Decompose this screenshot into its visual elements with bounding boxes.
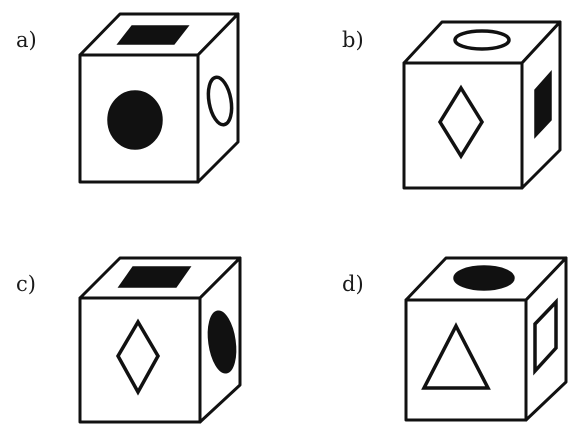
option-a-label: a) (16, 28, 37, 52)
option-b-label: b) (342, 28, 364, 52)
cube-c (78, 256, 242, 424)
cube-d (404, 256, 568, 422)
option-c-label: c) (16, 272, 36, 296)
option-d[interactable]: d) (342, 256, 568, 422)
cube-a-right-face (196, 12, 240, 184)
cube-a-top-filled-square-icon (116, 25, 190, 45)
cube-c-front-face (78, 296, 202, 424)
option-d-label: d) (342, 272, 364, 296)
cube-b-front-outline-diamond-icon (437, 84, 485, 160)
cube-d-front-outline-triangle-icon (421, 322, 491, 390)
cube-a-right-outline-circle-icon (206, 75, 234, 127)
cube-b-front-face (402, 61, 524, 190)
cube-a-front-filled-circle-icon (107, 90, 163, 150)
cube-c-front-outline-diamond-icon (115, 318, 161, 396)
cube-b-right-filled-square-icon (534, 70, 552, 139)
cube-d-front-face (404, 298, 528, 422)
option-b[interactable]: b) (342, 20, 562, 190)
cube-d-top-filled-circle-icon (453, 265, 515, 291)
cube-d-right-face (524, 256, 568, 422)
cube-a (78, 12, 240, 184)
option-a[interactable]: a) (16, 12, 240, 184)
cube-b-top-outline-circle-icon (453, 29, 511, 51)
option-c[interactable]: c) (16, 256, 242, 424)
cube-d-right-outline-square-icon (533, 297, 558, 376)
cube-c-right-filled-circle-icon (207, 310, 237, 374)
cube-c-top-filled-square-icon (117, 266, 192, 288)
cube-b (402, 20, 562, 190)
